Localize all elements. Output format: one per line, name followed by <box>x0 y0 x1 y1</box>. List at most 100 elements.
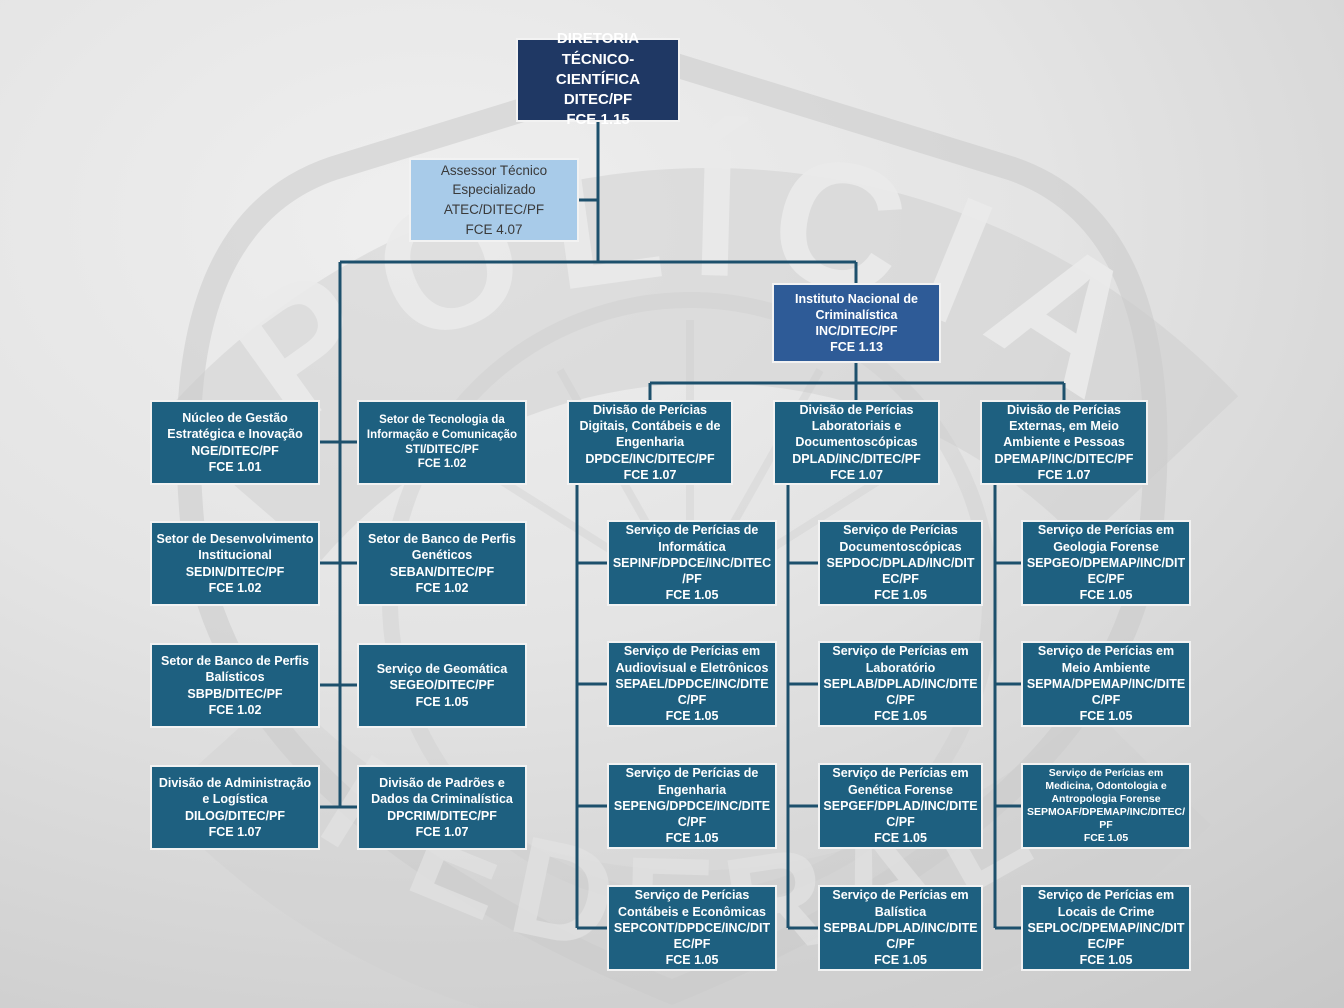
org-code: SEPLOC/DPEMAP/INC/DITEC/PF <box>1027 920 1185 952</box>
org-code: DPCRIM/DITEC/PF <box>387 808 497 823</box>
org-fce: FCE 1.07 <box>623 467 677 482</box>
org-name: Serviço de Perícias em Balística <box>832 888 969 919</box>
org-name: Divisão de Administração e Logística <box>158 776 312 807</box>
org-code: STI/DITEC/PF <box>405 443 479 456</box>
org-fce: FCE 1.05 <box>874 709 927 724</box>
org-fce: FCE 1.05 <box>665 953 719 968</box>
org-fce: FCE 1.13 <box>830 340 883 355</box>
org-code: NGE/DITEC/PF <box>191 443 279 458</box>
org-name: Divisão de Perícias Externas, em Meio Am… <box>1003 402 1125 450</box>
org-box-sepael: Serviço de Perícias em Audiovisual e Ele… <box>607 641 777 727</box>
org-name: Serviço de Perícias em Laboratório <box>832 644 969 675</box>
org-box-sedin: Setor de Desenvolvimento Institucional S… <box>150 521 320 606</box>
org-fce: FCE 1.05 <box>665 831 719 846</box>
org-name: Divisão de Perícias Digitais, Contábeis … <box>579 402 721 450</box>
org-name: Serviço de Perícias em Genética Forense <box>832 766 969 797</box>
org-box-sepma: Serviço de Perícias em Meio Ambiente SEP… <box>1021 641 1191 727</box>
org-code: SEGEO/DITEC/PF <box>389 678 495 693</box>
org-box-sepcont: Serviço de Perícias Contábeis e Econômic… <box>607 885 777 971</box>
org-box-atec: Assessor Técnico Especializado ATEC/DITE… <box>409 158 579 242</box>
org-name: Divisão de Perícias Laboratoriais e Docu… <box>795 402 918 450</box>
org-box-segeo: Serviço de Geomática SEGEO/DITEC/PF FCE … <box>357 643 527 728</box>
org-fce: FCE 1.07 <box>415 824 469 839</box>
org-name: Serviço de Perícias em Audiovisual e Ele… <box>615 644 769 675</box>
org-code: SEPAEL/DPDCE/INC/DITEC/PF <box>615 676 769 708</box>
org-code: DPDCE/INC/DITEC/PF <box>585 451 715 466</box>
org-fce: FCE 1.05 <box>665 709 719 724</box>
org-fce: FCE 1.05 <box>665 588 719 603</box>
org-code: DILOG/DITEC/PF <box>185 808 285 823</box>
org-code: DITEC/PF <box>563 91 633 109</box>
org-code: SEPMOAF/DPEMAP/INC/DITEC/PF <box>1026 806 1186 832</box>
org-name: DIRETORIA TÉCNICO-CIENTÍFICA <box>555 30 641 88</box>
org-fce: FCE 1.07 <box>1037 467 1091 482</box>
org-code: SEPDOC/DPLAD/INC/DITEC/PF <box>826 555 975 587</box>
org-fce: FCE 1.05 <box>1079 953 1133 968</box>
org-code: INC/DITEC/PF <box>815 324 898 338</box>
org-box-sepbal: Serviço de Perícias em Balística SEPBAL/… <box>818 885 983 971</box>
org-name: Serviço de Perícias de Engenharia <box>625 766 759 797</box>
org-code: SEPLAB/DPLAD/INC/DITEC/PF <box>823 676 978 708</box>
org-fce: FCE 4.07 <box>465 221 523 237</box>
org-fce: FCE 1.05 <box>874 953 927 968</box>
org-code: SEPGEO/DPEMAP/INC/DITEC/PF <box>1026 555 1186 587</box>
org-code: SEPGEF/DPLAD/INC/DITEC/PF <box>823 798 978 830</box>
org-box-nge: Núcleo de Gestão Estratégica e Inovação … <box>150 400 320 485</box>
org-box-inc: Instituto Nacional de Criminalística INC… <box>772 283 941 363</box>
org-box-sepgef: Serviço de Perícias em Genética Forense … <box>818 763 983 849</box>
org-box-sti: Setor de Tecnologia da Informação e Comu… <box>357 400 527 485</box>
org-box-sepgeo: Serviço de Perícias em Geologia Forense … <box>1021 520 1191 606</box>
org-fce: FCE 1.15 <box>566 111 630 129</box>
org-fce: FCE 1.02 <box>415 580 469 595</box>
org-code: SEPCONT/DPDCE/INC/DITEC/PF <box>613 920 771 952</box>
org-box-sepinf: Serviço de Perícias de Informática SEPIN… <box>607 520 777 606</box>
org-name: Assessor Técnico Especializado <box>440 162 548 198</box>
org-code: SEDIN/DITEC/PF <box>185 564 285 579</box>
org-fce: FCE 1.07 <box>208 824 262 839</box>
org-code: DPEMAP/INC/DITEC/PF <box>994 451 1134 466</box>
org-name: Instituto Nacional de Criminalística <box>795 291 918 322</box>
org-box-sepeng: Serviço de Perícias de Engenharia SEPENG… <box>607 763 777 849</box>
org-box-ditec: DIRETORIA TÉCNICO-CIENTÍFICA DITEC/PF FC… <box>516 30 680 128</box>
org-box-sepmoaf: Serviço de Perícias em Medicina, Odontol… <box>1021 763 1191 849</box>
org-box-dpemap: Divisão de Perícias Externas, em Meio Am… <box>980 400 1148 485</box>
org-fce: FCE 1.07 <box>830 467 883 482</box>
org-name: Setor de Desenvolvimento Institucional <box>156 532 314 563</box>
org-fce: FCE 1.02 <box>208 702 262 717</box>
org-code: SEBAN/DITEC/PF <box>389 564 495 579</box>
org-name: Serviço de Perícias em Medicina, Odontol… <box>1045 766 1167 805</box>
org-name: Serviço de Geomática <box>376 662 508 677</box>
org-code: SEPENG/DPDCE/INC/DITEC/PF <box>613 798 771 830</box>
org-fce: FCE 1.02 <box>417 458 467 471</box>
org-fce: FCE 1.05 <box>874 831 927 846</box>
org-fce: FCE 1.05 <box>1079 588 1133 603</box>
org-box-dplad: Divisão de Perícias Laboratoriais e Docu… <box>773 400 940 485</box>
org-fce: FCE 1.05 <box>415 694 469 709</box>
org-name: Serviço de Perícias em Meio Ambiente <box>1037 644 1175 675</box>
org-code: SBPB/DITEC/PF <box>187 686 283 701</box>
org-name: Setor de Banco de Perfis Balísticos <box>161 654 309 685</box>
org-box-dilog: Divisão de Administração e Logística DIL… <box>150 765 320 850</box>
org-box-dpdce: Divisão de Perícias Digitais, Contábeis … <box>567 400 733 485</box>
org-name: Setor de Tecnologia da Informação e Comu… <box>366 413 518 441</box>
org-box-sbpb: Setor de Banco de Perfis Balísticos SBPB… <box>150 643 320 728</box>
org-box-sepdoc: Serviço de Perícias Documentoscópicas SE… <box>818 520 983 606</box>
org-box-seplab: Serviço de Perícias em Laboratório SEPLA… <box>818 641 983 727</box>
org-fce: FCE 1.05 <box>1079 709 1133 724</box>
org-name: Núcleo de Gestão Estratégica e Inovação <box>167 411 303 442</box>
org-name: Serviço de Perícias em Locais de Crime <box>1037 888 1175 919</box>
org-box-dpcrim: Divisão de Padrões e Dados da Criminalís… <box>357 765 527 850</box>
org-box-seploc: Serviço de Perícias em Locais de Crime S… <box>1021 885 1191 971</box>
org-name: Serviço de Perícias de Informática <box>625 523 759 554</box>
org-name: Setor de Banco de Perfis Genéticos <box>368 532 516 563</box>
org-name: Serviço de Perícias em Geologia Forense <box>1037 523 1175 554</box>
org-fce: FCE 1.05 <box>1083 832 1129 845</box>
org-code: DPLAD/INC/DITEC/PF <box>792 451 921 466</box>
org-fce: FCE 1.01 <box>208 459 262 474</box>
org-code: SEPINF/DPDCE/INC/DITEC/PF <box>612 555 772 587</box>
org-fce: FCE 1.02 <box>208 580 262 595</box>
org-code: SEPBAL/DPLAD/INC/DITEC/PF <box>823 920 978 952</box>
org-name: Serviço de Perícias Documentoscópicas <box>839 523 962 554</box>
